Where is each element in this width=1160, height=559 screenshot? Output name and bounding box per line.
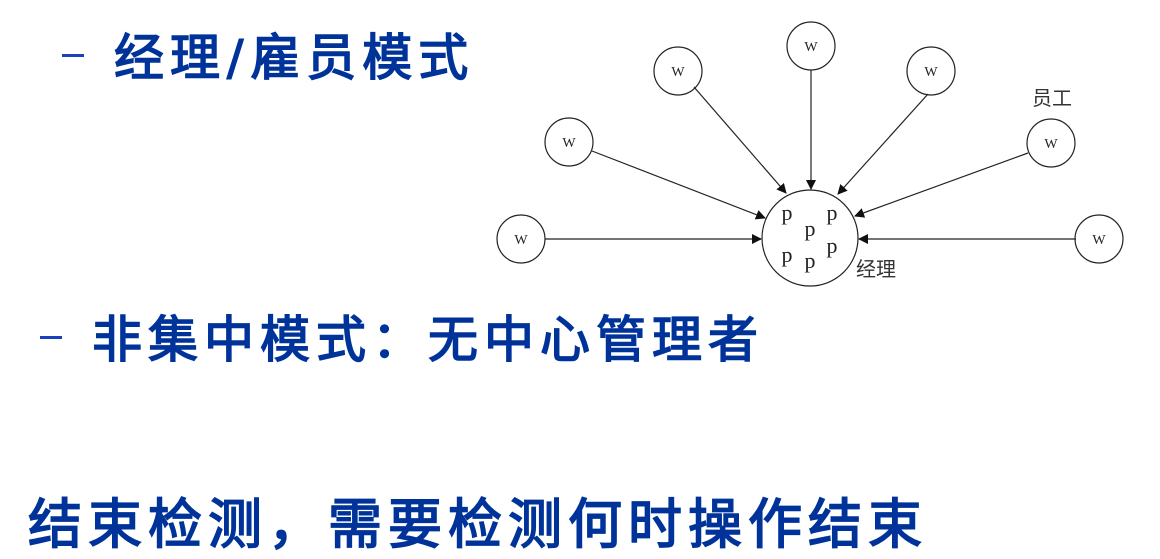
svg-text:W: W xyxy=(562,136,576,151)
bullet-decentralized: 非集中模式：无中心管理者 xyxy=(40,300,764,372)
manager-process-labels: p p p p p p xyxy=(782,200,838,273)
svg-text:W: W xyxy=(804,40,818,55)
svg-text:p: p xyxy=(827,233,838,258)
edge xyxy=(693,86,787,194)
worker-labels: W W W W W W W xyxy=(514,40,1106,248)
bullet-manager-worker: 经理/雇员模式 xyxy=(62,18,474,90)
worker-node xyxy=(653,46,703,96)
svg-text:W: W xyxy=(924,65,938,80)
manager-node xyxy=(761,189,859,287)
edge xyxy=(591,150,766,220)
edge xyxy=(854,152,1029,218)
bullet-text: 经理/雇员模式 xyxy=(114,29,475,87)
svg-text:W: W xyxy=(514,233,528,248)
svg-text:p: p xyxy=(782,200,793,225)
bullet-text: 非集中模式：无中心管理者 xyxy=(92,311,764,369)
worker-node xyxy=(1074,214,1124,264)
bullet-dash xyxy=(62,54,84,57)
svg-text:W: W xyxy=(1044,137,1058,152)
edge xyxy=(837,93,929,195)
bullet-dash xyxy=(40,336,62,339)
svg-text:p: p xyxy=(827,200,838,225)
svg-text:p: p xyxy=(805,248,816,273)
worker-caption: 员工 xyxy=(1032,86,1072,110)
worker-node xyxy=(496,214,546,264)
svg-text:W: W xyxy=(1092,233,1106,248)
svg-text:p: p xyxy=(782,242,793,267)
worker-node xyxy=(544,117,594,167)
footer-text: 结束检测，需要检测何时操作结束 xyxy=(28,493,928,556)
worker-node xyxy=(1026,118,1076,168)
manager-caption: 经理 xyxy=(856,257,896,281)
worker-node xyxy=(906,46,956,96)
svg-text:p: p xyxy=(805,216,816,241)
svg-text:W: W xyxy=(671,65,685,80)
worker-node xyxy=(786,21,836,71)
